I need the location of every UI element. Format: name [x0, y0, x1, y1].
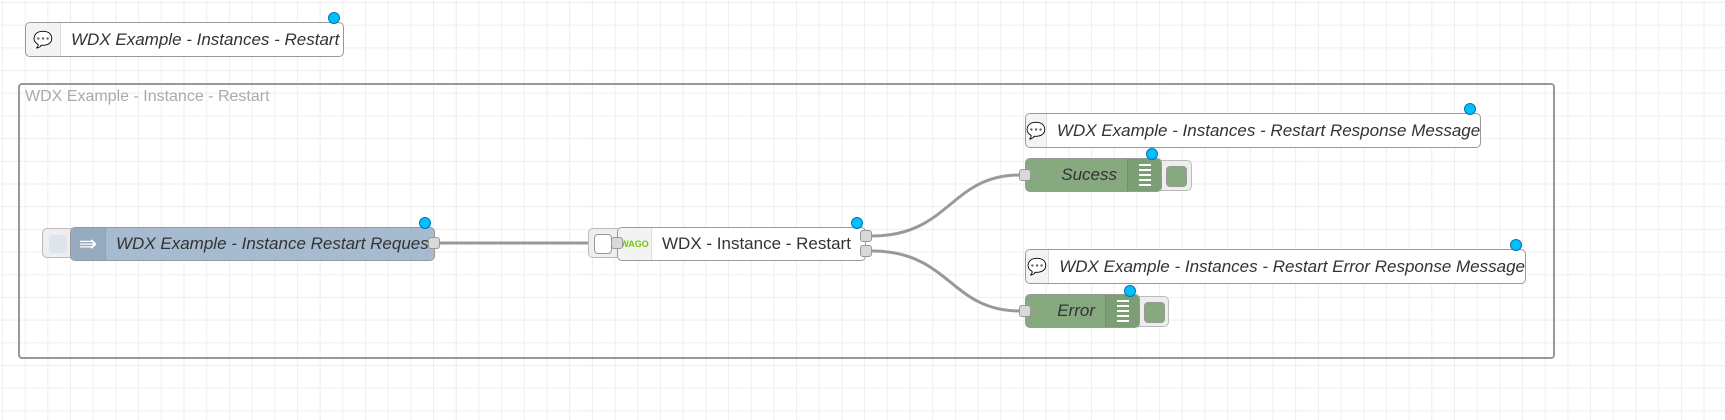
changed-indicator [1464, 103, 1476, 115]
comment-node-top[interactable]: 💬 WDX Example - Instances - Restart [25, 22, 344, 57]
group[interactable]: WDX Example - Instance - Restart [18, 83, 1555, 359]
comment-node-response[interactable]: 💬 WDX Example - Instances - Restart Resp… [1025, 113, 1481, 148]
input-port[interactable] [1019, 169, 1031, 181]
wdx-input-button[interactable] [588, 228, 622, 258]
speech-bubble-icon: 💬 [1026, 250, 1050, 283]
changed-indicator [1146, 148, 1158, 160]
comment-label: WDX Example - Instances - Restart [71, 29, 340, 49]
input-port[interactable] [1019, 305, 1031, 317]
comment-node-error[interactable]: 💬 WDX Example - Instances - Restart Erro… [1025, 249, 1526, 284]
inject-node[interactable]: ⇛ WDX Example - Instance Restart Request [70, 227, 435, 261]
wire-wdx-to-error [871, 249, 1021, 313]
wdx-node[interactable]: WAGO WDX - Instance - Restart [617, 227, 866, 261]
output-port-2[interactable] [860, 245, 872, 257]
speech-bubble-icon: 💬 [26, 23, 61, 56]
changed-indicator [1510, 239, 1522, 251]
input-port[interactable] [611, 237, 623, 249]
comment-label: WDX Example - Instances - Restart Respon… [1056, 120, 1481, 140]
debug-label: Sucess [1061, 165, 1117, 184]
changed-indicator [851, 217, 863, 229]
debug-label: Error [1057, 301, 1095, 320]
debug-node-error[interactable]: Error [1025, 294, 1140, 328]
inject-label: WDX Example - Instance Restart Request [116, 234, 434, 253]
wire-wdx-to-success [871, 173, 1021, 238]
debug-list-icon [1105, 295, 1139, 327]
wago-logo-icon: WAGO [618, 228, 652, 260]
comment-label: WDX Example - Instances - Restart Error … [1059, 256, 1525, 276]
arrow-in-icon: ⇛ [71, 228, 106, 260]
debug-node-success[interactable]: Sucess [1025, 158, 1162, 192]
group-label: WDX Example - Instance - Restart [25, 88, 270, 105]
debug-list-icon [1127, 159, 1161, 191]
changed-indicator [1124, 285, 1136, 297]
output-port-1[interactable] [860, 230, 872, 242]
changed-indicator [328, 12, 340, 24]
wdx-label: WDX - Instance - Restart [662, 234, 851, 253]
output-port[interactable] [428, 237, 440, 249]
speech-bubble-icon: 💬 [1026, 114, 1047, 147]
changed-indicator [419, 217, 431, 229]
